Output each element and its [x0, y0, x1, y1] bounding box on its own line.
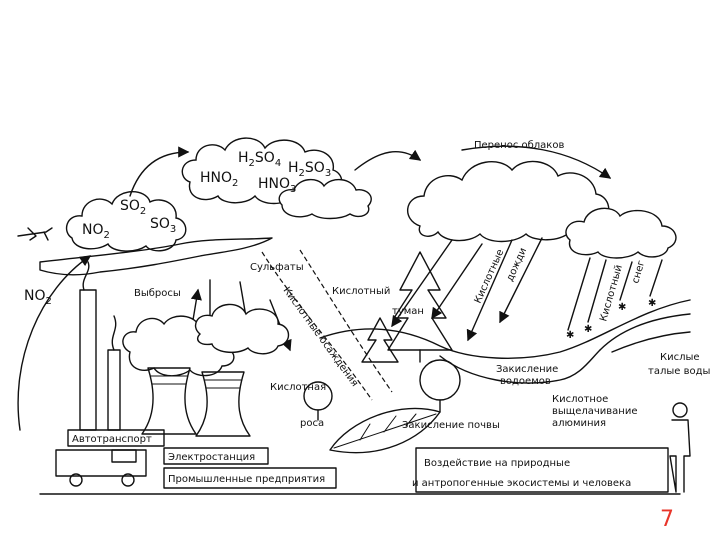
airplane-icon — [17, 227, 53, 241]
round-tree — [419, 359, 461, 413]
river-lines — [599, 313, 691, 353]
snowflake-icon: ✱ — [648, 298, 656, 309]
acid-fog-label-2: туман — [392, 306, 424, 317]
acid-melt-label-2: талые воды — [648, 366, 710, 377]
deposition-band-left — [261, 251, 373, 401]
soil-acid-label: Закисление почвы — [402, 420, 500, 431]
power-plant-box — [163, 447, 269, 465]
formula-hno2: HNO2 — [200, 170, 238, 189]
snowflake-icon: ✱ — [584, 324, 592, 335]
pine-tree-small — [361, 317, 399, 363]
acid-rain-label: Кислотные — [473, 248, 507, 305]
industry-label: Промышленные предприятия — [168, 474, 325, 485]
snowflake-icon: ✱ — [566, 330, 574, 341]
truck-icon — [55, 449, 147, 487]
power-plant-label: Электростанция — [168, 452, 255, 463]
leaching-label-3: алюминия — [552, 418, 606, 429]
impact-label: Воздействие на природные — [424, 458, 570, 469]
acid-rain-label-2: дожди — [505, 246, 529, 283]
cloud-transfer-arrow — [461, 145, 612, 179]
cooling-tower — [141, 367, 197, 435]
chimney — [107, 315, 121, 431]
page-number: 7 — [660, 507, 674, 532]
small-cloud — [278, 179, 372, 220]
snowflake-icon: ✱ — [618, 302, 626, 313]
acid-snow-label-2: снег — [630, 259, 647, 285]
left-rise-arrow — [17, 255, 92, 431]
acid-deposition-label: Кислотные осаждения — [281, 285, 360, 389]
left-chem-cloud — [65, 191, 187, 252]
emissions-label: Выбросы — [134, 288, 181, 299]
round-tree-small — [303, 381, 333, 421]
rise-arrow — [129, 146, 190, 197]
industry-box — [163, 467, 337, 489]
emission-plume — [39, 237, 273, 276]
right-small-cloud — [565, 207, 677, 259]
acid-rain-lines — [391, 237, 543, 342]
chimney — [79, 261, 97, 431]
acid-snow-lines: ✱ ✱ ✱ ✱ — [566, 257, 663, 341]
transport-box — [67, 429, 165, 447]
formula-so2: SO2 — [120, 198, 146, 217]
formula-so3: SO3 — [150, 216, 176, 235]
formula-no2-cloud: NO2 — [82, 222, 110, 241]
sulfates-label: Сульфаты — [250, 262, 304, 273]
acid-dew-label-2: роса — [300, 418, 324, 429]
formula-h2so4: H2SO4 — [238, 150, 281, 169]
impact-box — [415, 447, 669, 493]
smoke-cloud — [194, 303, 290, 355]
leaching-label: Кислотное — [552, 394, 608, 405]
person-icon — [669, 402, 691, 493]
acid-dew-label: Кислотная — [270, 382, 326, 393]
acid-fog-label: Кислотный — [332, 286, 390, 297]
deposition-band-right — [299, 249, 393, 393]
water-acid-label: Закисление — [496, 364, 558, 375]
formula-hno3: HNO3 — [258, 176, 296, 195]
lake-shore — [439, 349, 601, 384]
cloud-transfer-label: Перенос облаков — [474, 140, 564, 151]
drift-arrow — [354, 149, 422, 171]
hill-line — [319, 299, 691, 359]
leaching-label-2: выщелачивание — [552, 406, 638, 417]
formula-h2so3: H2SO3 — [288, 160, 331, 179]
acid-melt-label: Кислые — [660, 352, 700, 363]
formula-no2-left: NO2 — [24, 288, 52, 307]
cooling-tower — [195, 371, 251, 437]
big-right-cloud — [407, 160, 610, 243]
pine-tree — [387, 251, 453, 363]
leaf — [329, 407, 441, 454]
transport-label: Автотранспорт — [72, 434, 152, 445]
water-acid-label-2: водоемов — [500, 376, 551, 387]
impact-label-2: и антропогенные экосистемы и человека — [412, 478, 631, 489]
